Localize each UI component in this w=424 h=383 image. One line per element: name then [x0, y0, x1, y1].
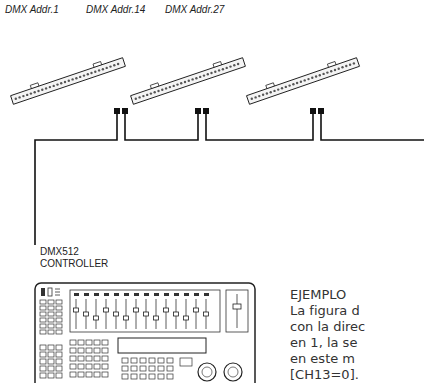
controller-label: DMX512 CONTROLLER	[40, 246, 120, 270]
led-bar-fixture: DMX Addr.27	[165, 4, 361, 114]
dmx-address: DMX Addr.1	[5, 4, 59, 15]
led-bar-fixture: DMX Addr.14	[86, 4, 246, 114]
dmx-address: DMX Addr.14	[86, 4, 145, 15]
dmx-connector	[195, 108, 201, 114]
dmx-cable	[321, 114, 424, 140]
dmx-connector	[310, 108, 316, 114]
dmx-cable	[35, 114, 117, 245]
example-text: EJEMPLO	[290, 287, 346, 303]
led-bar-fixture: DMX Addr.1	[5, 4, 130, 114]
led-bar	[5, 4, 130, 114]
example-text: en este m	[290, 351, 355, 367]
example-text: en 1, la se	[290, 335, 357, 351]
dmx-connector	[122, 108, 128, 114]
led-bar	[86, 4, 246, 114]
dmx-cable	[125, 114, 198, 140]
led-bar	[165, 4, 361, 114]
dmx-address: DMX Addr.27	[165, 4, 224, 15]
example-text: con la direc	[290, 319, 365, 335]
example-text: La figura d	[290, 303, 360, 319]
dmx-connector	[114, 108, 120, 114]
example-text: [CH13=0].	[290, 367, 359, 383]
dmx-connector	[203, 108, 209, 114]
dmx-connector	[318, 108, 324, 114]
dmx-cable	[206, 114, 313, 140]
dmx-controller: DMX512 CONTROLLER	[33, 245, 258, 383]
